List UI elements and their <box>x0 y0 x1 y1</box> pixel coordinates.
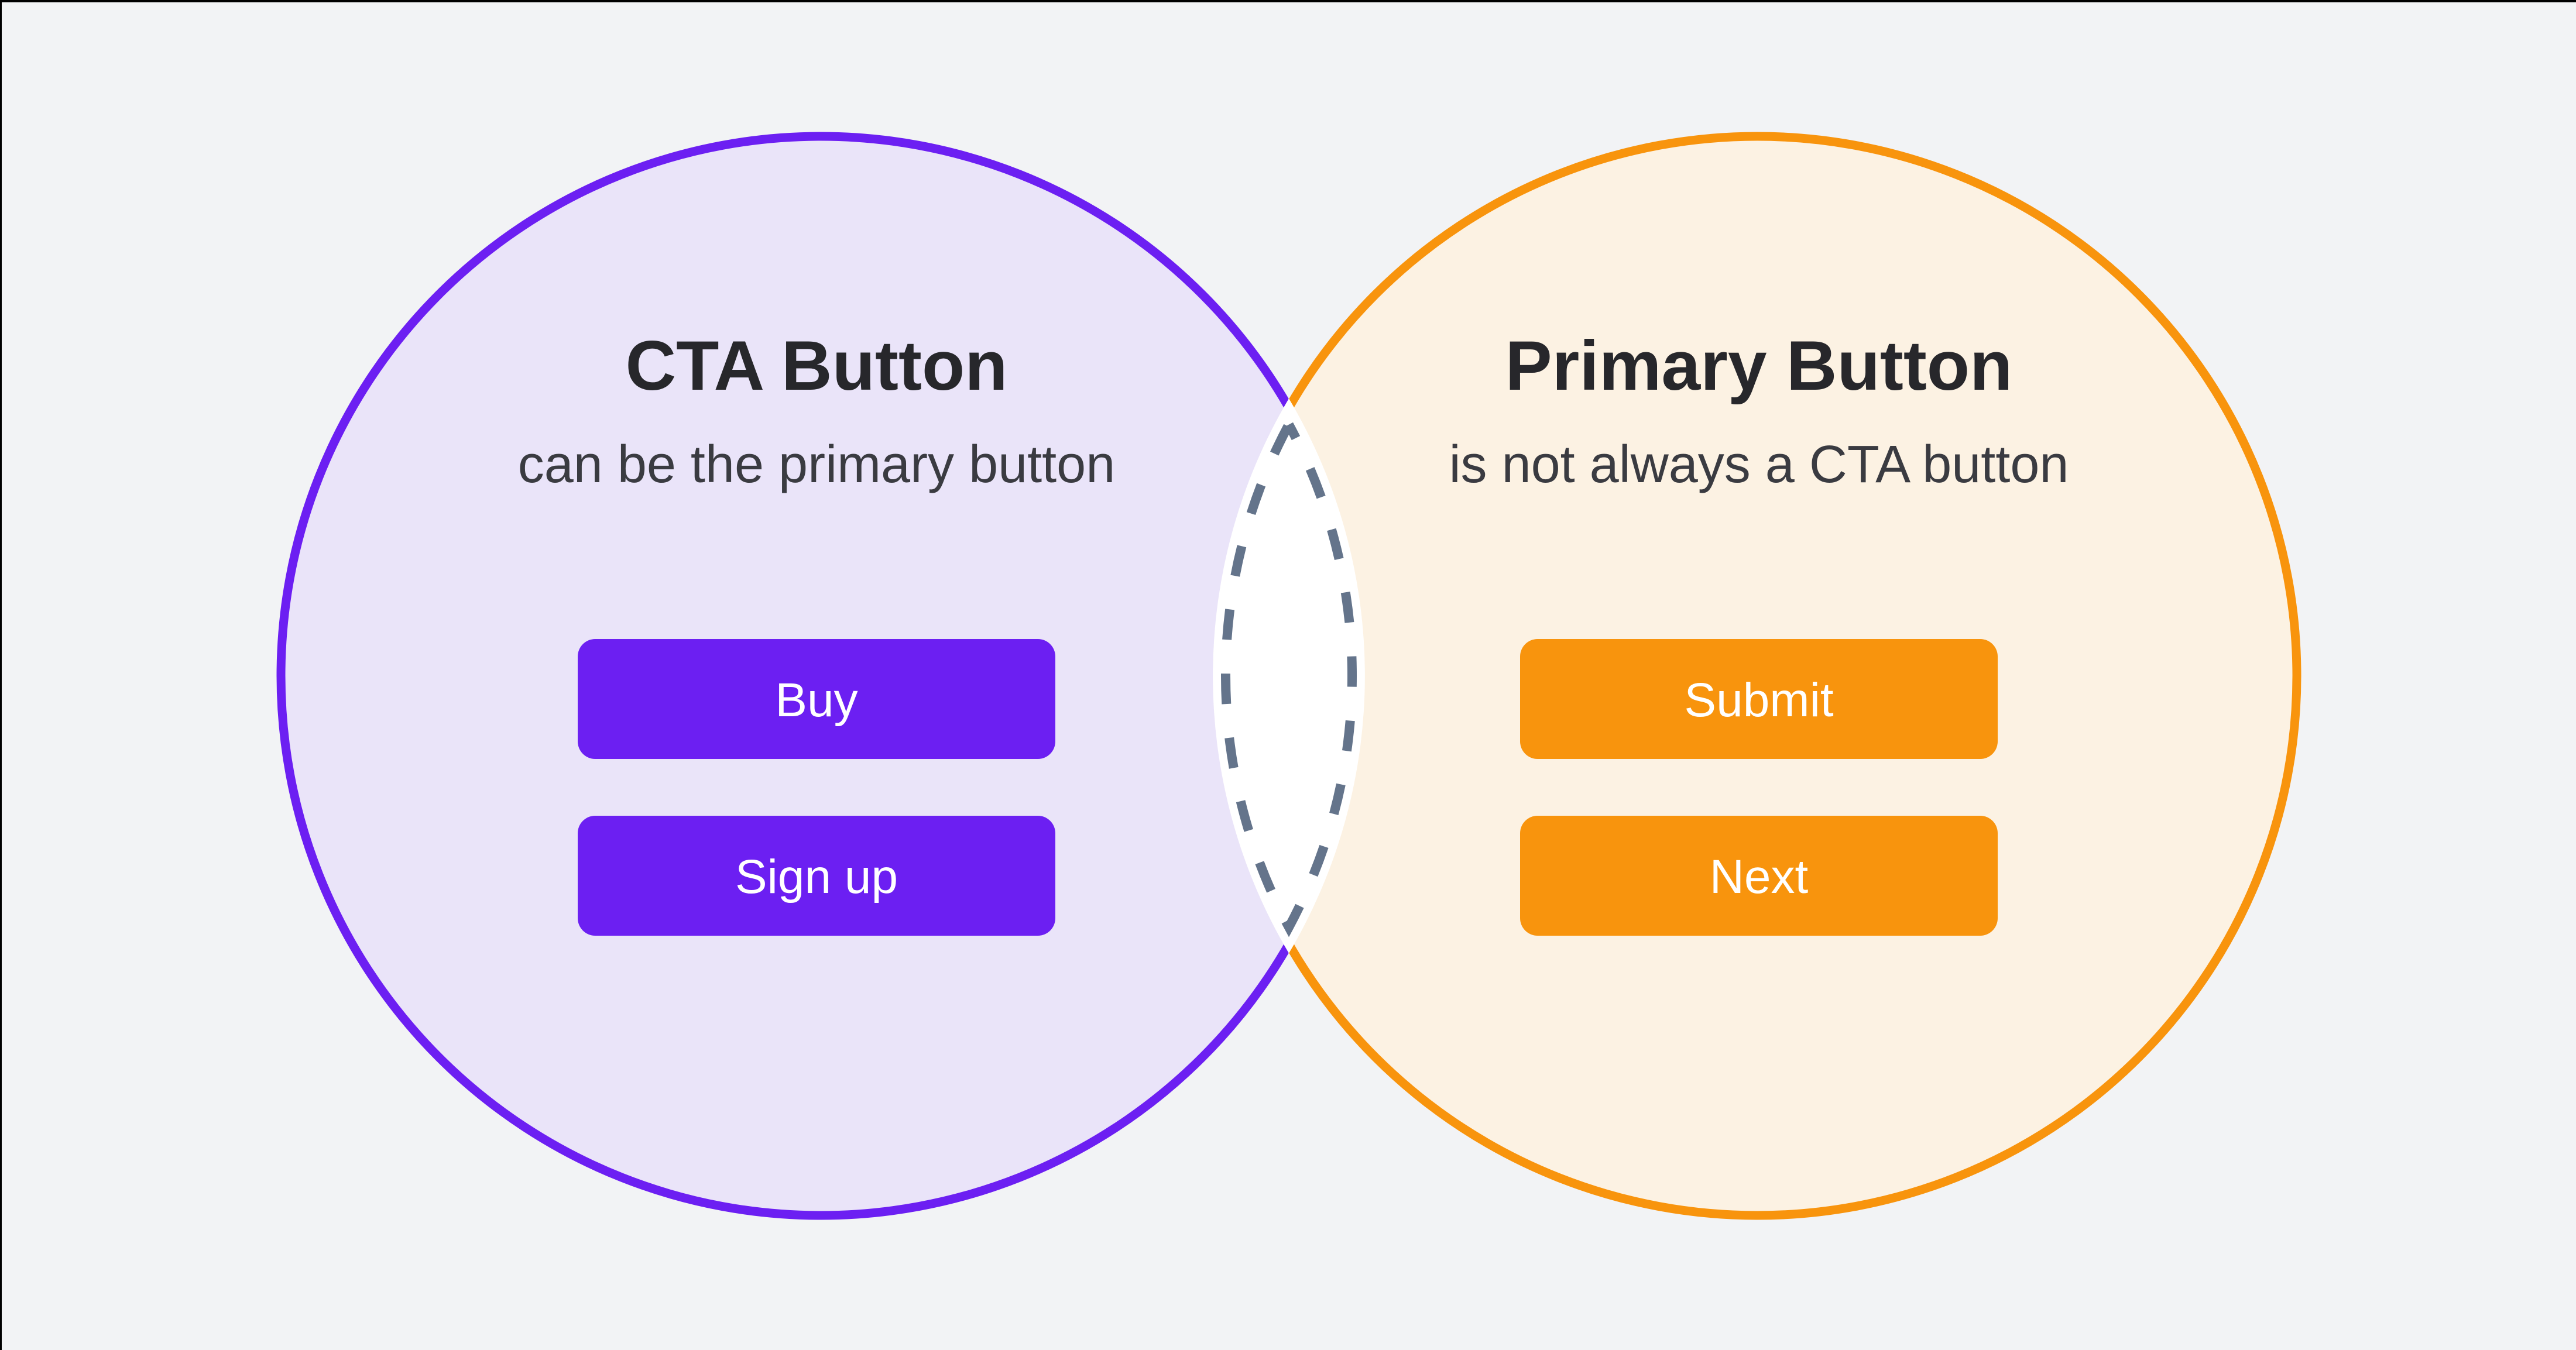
intersection-dashed-outline <box>1220 414 1357 937</box>
buy-button-background[interactable] <box>578 639 1055 759</box>
intersection-lens <box>1213 399 1365 953</box>
submit-button-label: Submit <box>1684 674 1833 727</box>
next-button-background[interactable] <box>1520 816 1998 936</box>
sign-up-button[interactable]: Sign up <box>578 816 1055 936</box>
submit-button-background[interactable] <box>1520 639 1998 759</box>
submit-button[interactable]: Submit <box>1520 639 1998 759</box>
buy-button-label: Buy <box>775 674 857 727</box>
sign-up-button-label: Sign up <box>735 850 898 904</box>
buy-button[interactable]: Buy <box>578 639 1055 759</box>
primary-subtitle: is not always a CTA button <box>1449 435 2069 494</box>
frame-edge-top <box>0 0 2576 2</box>
cta-subtitle: can be the primary button <box>518 435 1116 494</box>
sign-up-button-background[interactable] <box>578 816 1055 936</box>
next-button-label: Next <box>1710 850 1809 904</box>
frame-edge-left <box>0 0 2 1350</box>
primary-title: Primary Button <box>1505 327 2013 405</box>
cta-title: CTA Button <box>625 327 1007 405</box>
next-button[interactable]: Next <box>1520 816 1998 936</box>
